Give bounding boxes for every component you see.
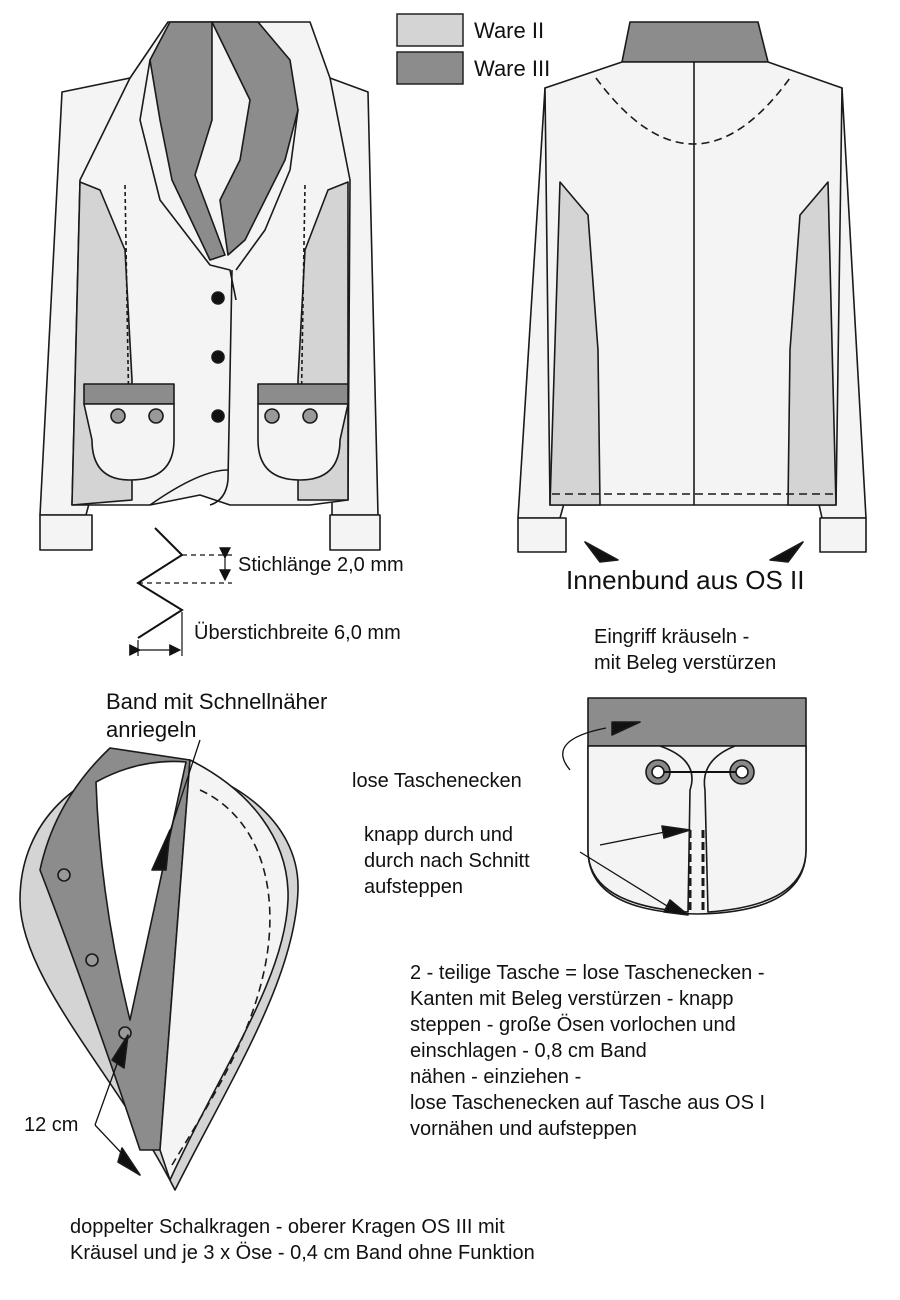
front-left-cuff [39, 514, 93, 551]
pocket-description-line: vornähen und aufsteppen [410, 1118, 637, 1140]
pocket-description-line: Kanten mit Beleg verstürzen - knapp [410, 988, 734, 1010]
collar-band-note: Band mit Schnellnäher anriegeln [106, 688, 327, 744]
front-button-1 [211, 291, 225, 305]
front-shawl-collar-right [211, 21, 299, 256]
pocket-description-line: lose Taschenecken auf Tasche aus OS I [410, 1092, 766, 1114]
front-button-2 [211, 350, 225, 364]
legend-swatch-ware-ii [396, 13, 464, 47]
pocket-detail [562, 697, 807, 916]
pocket-description-line: steppen - große Ösen vorlochen und [410, 1014, 736, 1036]
collar-description: doppelter Schalkragen - oberer Kragen OS… [70, 1214, 535, 1266]
legend-swatch-ware-iii [396, 51, 464, 85]
back-collar [621, 21, 769, 63]
stitch-width-label: Überstichbreite 6,0 mm [194, 622, 401, 644]
collar-gap [95, 760, 187, 1021]
collar-band-note-line: anriegeln [106, 717, 197, 742]
collar-description-line: doppelter Schalkragen - oberer Kragen OS… [70, 1216, 505, 1238]
front-right-cuff [329, 514, 381, 551]
back-left-cuff [517, 517, 567, 553]
legend: Ware II Ware III [396, 13, 550, 85]
front-lapel-outline [139, 59, 237, 301]
stitch-length-label: Stichlänge 2,0 mm [238, 554, 404, 576]
front-pocket-right [257, 403, 349, 481]
front-shawl-collar-left [149, 21, 226, 261]
back-right-cuff [819, 517, 867, 553]
pocket-description-line: 2 - teilige Tasche = lose Taschenecken - [410, 962, 765, 984]
pocket-stitch-note-line: knapp durch und [364, 824, 514, 846]
pocket-description-line: einschlagen - 0,8 cm Band [410, 1040, 647, 1062]
collar-band-note-line: Band mit Schnellnäher [106, 689, 328, 714]
jacket-front-view [39, 21, 381, 551]
front-button-3 [211, 409, 225, 423]
legend-label-ware-iii: Ware III [474, 56, 550, 81]
pocket-top-note-line: mit Beleg verstürzen [594, 652, 777, 674]
front-pocket-left [83, 403, 175, 481]
zigzag-stitch-diagram [129, 527, 232, 656]
loose-corners-label: lose Taschenecken [352, 770, 522, 792]
jacket-back-view [517, 21, 867, 563]
front-pocket-right-band [257, 383, 349, 405]
back-side-panel-right [787, 181, 837, 506]
shawl-collar-detail [19, 739, 299, 1191]
legend-label-ware-ii: Ware II [474, 18, 544, 43]
pocket-top-note: Eingriff kräuseln - mit Beleg verstürzen [594, 624, 776, 676]
pocket-stitch-note: knapp durch und durch nach Schnitt aufst… [364, 822, 530, 900]
collar-length-label: 12 cm [24, 1114, 79, 1136]
pocket-loose-corner-right [703, 745, 807, 913]
front-pocket-left-band [83, 383, 175, 405]
pocket-stitch-note-line: aufsteppen [364, 876, 463, 898]
pocket-top-note-line: Eingriff kräuseln - [594, 626, 750, 648]
collar-description-line: Kräusel und je 3 x Öse - 0,4 cm Band ohn… [70, 1242, 535, 1264]
pocket-description-line: nähen - einziehen - [410, 1066, 582, 1088]
pocket-stitch-note-line: durch nach Schnitt [364, 850, 530, 872]
pocket-loose-corner-left [587, 745, 693, 913]
pocket-description: 2 - teilige Tasche = lose Taschenecken -… [410, 960, 765, 1142]
cuff-label: Innenbund aus OS II [566, 565, 805, 595]
back-side-panel-left [549, 181, 601, 506]
